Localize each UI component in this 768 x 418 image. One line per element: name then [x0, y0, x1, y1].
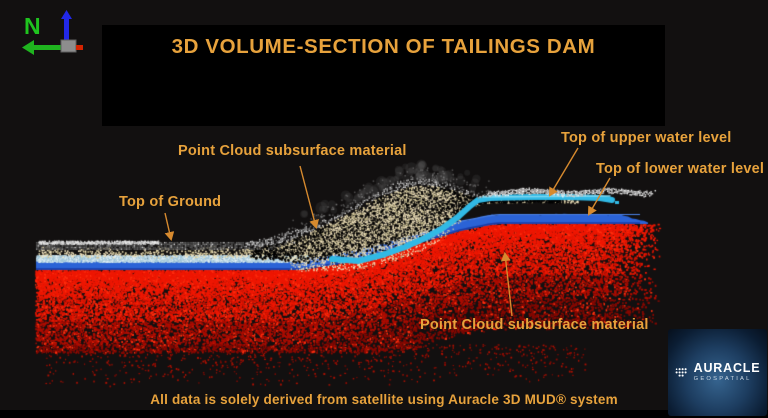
logo-sub-text: GEOSPATIAL — [693, 375, 752, 382]
north-axis — [33, 45, 69, 50]
east-axis — [76, 45, 83, 50]
orientation-axes-icon: N — [22, 10, 83, 55]
auracle-logo: AURACLE GEOSPATIAL — [668, 329, 767, 416]
logo-brand-text: AURACLE — [693, 361, 761, 376]
origin-cube — [60, 39, 77, 53]
label-lower-water-level: Top of lower water level — [596, 161, 765, 177]
label-top-of-ground: Top of Ground — [119, 194, 222, 210]
north-axis-arrowhead — [22, 40, 34, 55]
vertical-axis-arrowhead — [61, 10, 72, 19]
footer-disclaimer: All data is solely derived from satellit… — [150, 392, 618, 407]
label-subsurface-material-top: Point Cloud subsurface material — [178, 143, 407, 159]
north-label: N — [24, 13, 41, 39]
vertical-axis — [64, 18, 69, 46]
logo-dots-icon — [675, 368, 687, 377]
label-upper-water-level: Top of upper water level — [561, 130, 732, 146]
footer-strip — [0, 410, 768, 418]
title-panel: 3D VOLUME-SECTION OF TAILINGS DAM — [102, 25, 665, 126]
label-subsurface-material-bottom: Point Cloud subsurface material — [420, 317, 649, 333]
page-title: 3D VOLUME-SECTION OF TAILINGS DAM — [171, 35, 596, 58]
